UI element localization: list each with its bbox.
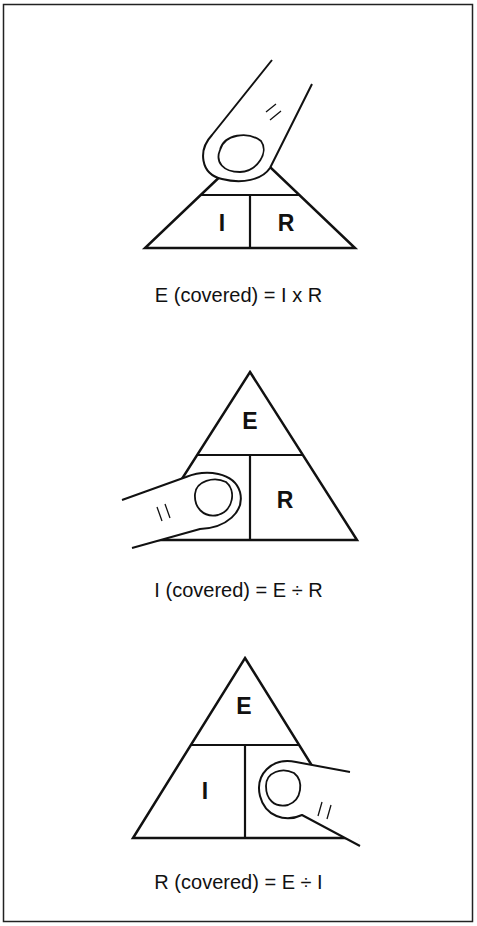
finger-crease: [318, 802, 331, 819]
fingernail: [195, 479, 232, 515]
triangle-outline: [145, 148, 355, 248]
formula-caption: R (covered) = E ÷ I: [0, 870, 477, 894]
formula-caption: I (covered) = E ÷ R: [0, 578, 477, 602]
triangle-outline: [143, 372, 357, 540]
divider-line: [249, 195, 251, 248]
triangle-outline: [133, 658, 357, 838]
quantity-letter: E: [236, 695, 251, 718]
ohms-law-triangle: IR: [145, 148, 355, 248]
finger: [259, 761, 360, 846]
divider-line: [244, 745, 246, 838]
ohms-law-triangle: EI: [133, 658, 357, 838]
fingernail: [266, 771, 300, 806]
divider-line: [249, 455, 251, 540]
finger-crease: [266, 104, 281, 120]
quantity-letter: R: [277, 489, 294, 512]
quantity-letter: I: [202, 780, 208, 803]
quantity-letter: I: [219, 212, 225, 235]
finger-crease: [157, 504, 170, 521]
finger: [203, 60, 312, 181]
quantity-letter: E: [242, 410, 257, 433]
formula-caption: E (covered) = I x R: [0, 283, 477, 307]
finger: [122, 473, 241, 548]
ohms-law-triangle: ER: [143, 372, 357, 540]
fingernail: [219, 135, 264, 172]
frame-border: [4, 5, 473, 922]
quantity-letter: R: [278, 212, 295, 235]
